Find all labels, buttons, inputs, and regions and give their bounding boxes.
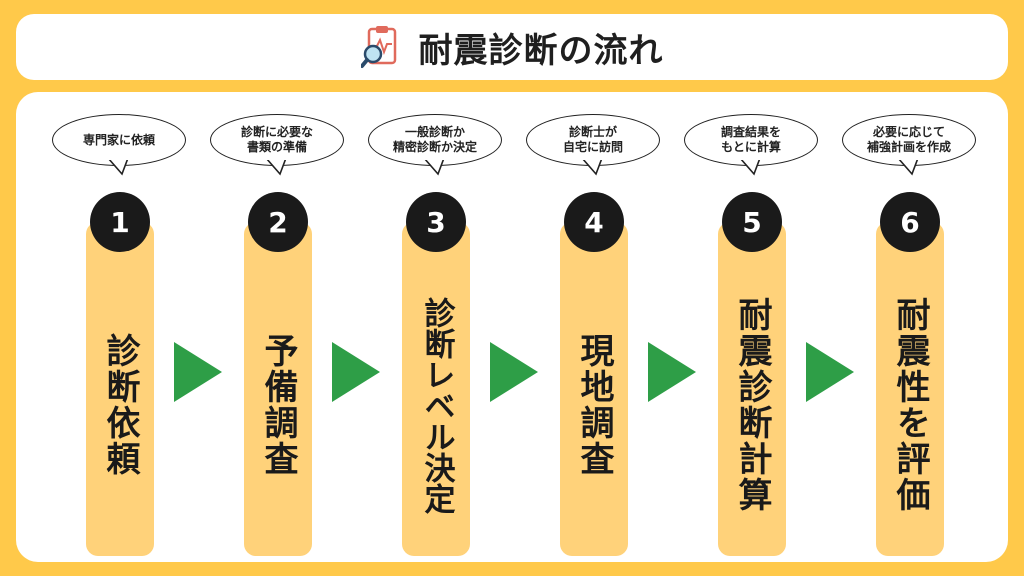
step-5: 調査結果を もとに計算 5 耐震診断計算 xyxy=(682,92,822,562)
bubble-text: 補強計画を作成 xyxy=(866,140,951,154)
bubble-tail xyxy=(738,158,768,176)
page-title: 耐震診断の流れ xyxy=(418,30,664,71)
arrow-right-icon xyxy=(648,342,696,402)
step-pillar xyxy=(86,222,154,556)
bubble-text: 調査結果を xyxy=(720,125,781,139)
bubble-text: 診断に必要な xyxy=(240,125,313,139)
step-label: 診断依頼 xyxy=(100,333,140,477)
title-banner: 耐震診断の流れ xyxy=(16,14,1008,80)
step-number: 4 xyxy=(564,192,624,252)
step-2: 診断に必要な 書類の準備 2 予備調査 xyxy=(208,92,348,562)
step-label: 現地調査 xyxy=(574,333,614,477)
step-pillar xyxy=(876,222,944,556)
bubble-tail xyxy=(264,158,294,176)
step-label: 予備調査 xyxy=(258,333,298,477)
step-3: 一般診断か 精密診断か決定 3 診断レベル決定 xyxy=(366,92,506,562)
bubble-text: 自宅に訪問 xyxy=(562,140,623,154)
bubble-text: 書類の準備 xyxy=(246,140,307,154)
bubble-text: 一般診断か xyxy=(404,125,465,139)
step-label: 耐震性を評価 xyxy=(890,297,930,513)
step-number: 2 xyxy=(248,192,308,252)
step-number: 1 xyxy=(90,192,150,252)
bubble-tail xyxy=(580,158,610,176)
bubble-text: 精密診断か決定 xyxy=(392,140,477,154)
bubble-text: 診断士が xyxy=(568,125,617,139)
clipboard-magnifier-icon xyxy=(360,26,396,68)
step-1: 専門家に依頼 1 診断依頼 xyxy=(50,92,190,562)
step-6: 必要に応じて 補強計画を作成 6 耐震性を評価 xyxy=(840,92,980,562)
bubble-tail xyxy=(422,158,452,176)
bubble-tail xyxy=(896,158,926,176)
step-pillar xyxy=(244,222,312,556)
step-number: 5 xyxy=(722,192,782,252)
flow-panel: 専門家に依頼 1 診断依頼 診断に必要な 書類の準備 2 予備調査 一般診断か … xyxy=(16,92,1008,562)
step-number: 6 xyxy=(880,192,940,252)
bubble-text: もとに計算 xyxy=(721,140,781,154)
step-number: 3 xyxy=(406,192,466,252)
bubble-text: 専門家に依頼 xyxy=(82,132,155,147)
step-pillar xyxy=(560,222,628,556)
arrow-right-icon xyxy=(490,342,538,402)
step-pillar xyxy=(718,222,786,556)
arrow-right-icon xyxy=(174,342,222,402)
bubble-tail xyxy=(106,158,136,176)
step-label: 診断レベル決定 xyxy=(418,296,455,514)
arrow-right-icon xyxy=(806,342,854,402)
step-4: 診断士が 自宅に訪問 4 現地調査 xyxy=(524,92,664,562)
step-label: 耐震診断計算 xyxy=(732,297,772,513)
arrow-right-icon xyxy=(332,342,380,402)
step-pillar xyxy=(402,222,470,556)
bubble-text: 必要に応じて xyxy=(872,125,945,139)
